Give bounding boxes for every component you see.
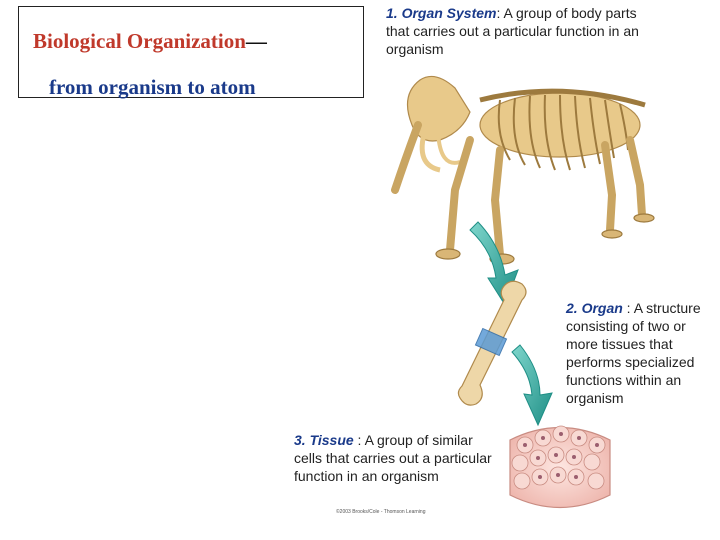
- skull: [406, 75, 471, 142]
- cells: [511, 425, 606, 490]
- title-dash: —: [245, 29, 267, 53]
- term-tissue: 3. Tissue: [294, 432, 354, 448]
- term-organ-system: 1. Organ System: [386, 5, 497, 21]
- separator: :: [622, 300, 631, 316]
- label-organ-system: 1. Organ System: A group of body parts t…: [386, 4, 656, 58]
- copyright-text: ©2003 Brooks/Cole - Thomson Learning: [336, 509, 426, 515]
- feet: [435, 213, 655, 265]
- tissue-illustration: [509, 425, 611, 508]
- label-organ: 2. Organ : A structure consisting of two…: [566, 299, 720, 407]
- trunk: [391, 121, 422, 194]
- spine: [479, 88, 646, 108]
- bone-cross-section: [474, 327, 508, 357]
- bone-illustration: [457, 280, 527, 406]
- nuclei: [523, 432, 599, 479]
- tusk: [419, 129, 441, 173]
- separator: :: [496, 5, 501, 21]
- title-box: Biological Organization— from organism t…: [18, 6, 364, 99]
- skeleton-illustration: [391, 75, 655, 265]
- description-organ: A structure consisting of two or more ti…: [566, 300, 701, 406]
- term-organ: 2. Organ: [566, 300, 623, 316]
- tusk: [436, 131, 461, 165]
- label-tissue: 3. Tissue : A group of similar cells tha…: [294, 431, 504, 485]
- title-line-2: from organism to atom: [49, 75, 256, 99]
- separator: :: [353, 432, 362, 448]
- description-tissue: A group of similar cells that carries ou…: [294, 432, 492, 484]
- ribs: [497, 94, 629, 171]
- description-organ-system: A group of body parts that carries out a…: [386, 5, 639, 57]
- title-text: Biological Organization: [33, 29, 246, 53]
- legs: [446, 136, 646, 259]
- title-line-1: Biological Organization—: [33, 29, 267, 54]
- arrow-icon: [511, 344, 553, 427]
